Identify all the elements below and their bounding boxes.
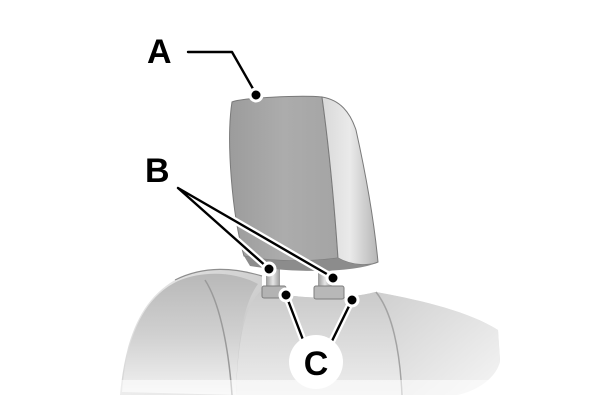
callout-b-dot bbox=[325, 270, 341, 286]
callout-c-badge bbox=[289, 335, 343, 389]
seat-back bbox=[100, 268, 520, 414]
left-bolster bbox=[122, 273, 258, 395]
callout-a-dot bbox=[248, 87, 264, 103]
callout-c-dot bbox=[278, 287, 294, 303]
seat-top-edge bbox=[174, 268, 263, 281]
callout-a-leader bbox=[184, 48, 260, 98]
callout-a: A bbox=[147, 33, 264, 103]
right-guide-sleeve bbox=[313, 285, 345, 300]
callout-c-dot bbox=[344, 292, 360, 308]
callout-c-leader bbox=[284, 293, 354, 347]
callout-b-dot bbox=[261, 261, 277, 277]
callout-b-leader bbox=[176, 186, 334, 279]
callout-b: B bbox=[145, 152, 341, 286]
callout-a-letter: A bbox=[147, 33, 172, 71]
callout-b-letter: B bbox=[145, 152, 170, 190]
seat-seam bbox=[204, 279, 233, 396]
headrest bbox=[229, 95, 379, 271]
headrest-front bbox=[229, 95, 339, 262]
callout-c-letter: C bbox=[304, 345, 329, 383]
callout-c: C bbox=[278, 287, 360, 389]
right-bolster bbox=[376, 292, 500, 395]
callout-a-leader bbox=[186, 50, 258, 96]
